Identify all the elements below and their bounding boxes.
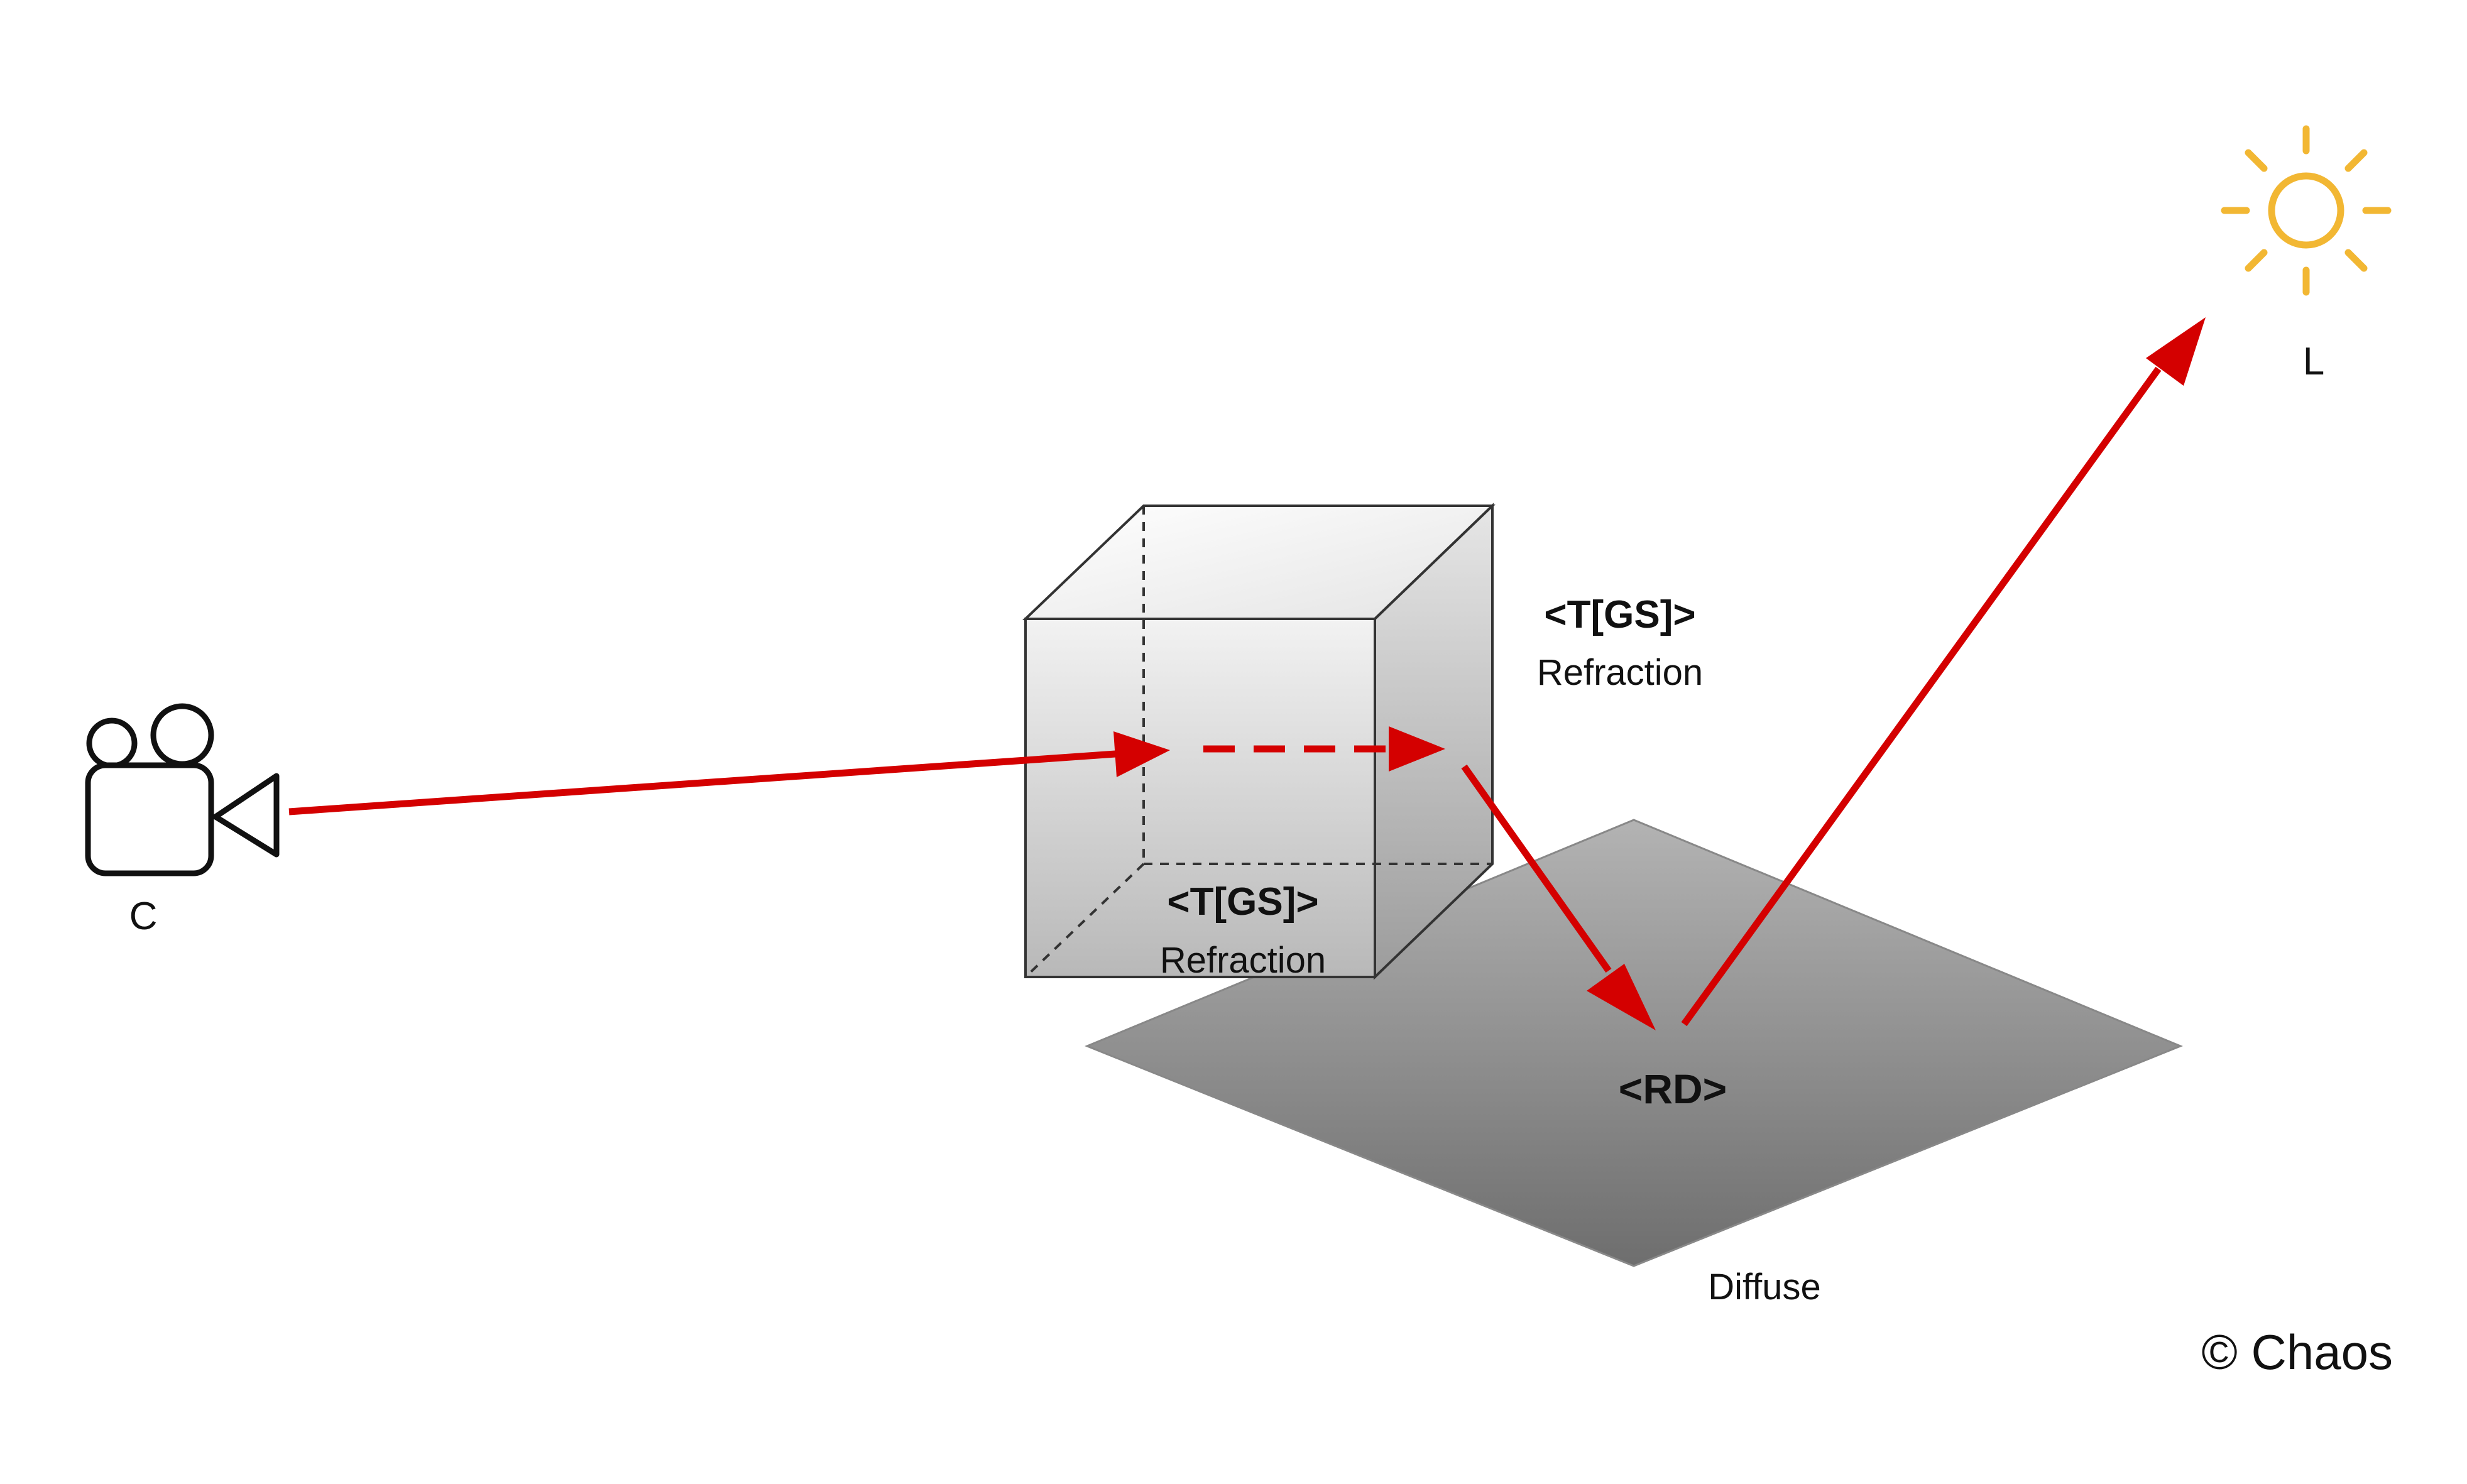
ray-arrowhead-3 bbox=[1587, 964, 1656, 1030]
cube-hidden-edges bbox=[1024, 506, 1492, 978]
cube-front-label: Refraction bbox=[1159, 940, 1326, 981]
ray-camera-to-cube bbox=[288, 731, 1170, 816]
floor-tag: <RD> bbox=[1618, 1066, 1727, 1112]
cube-side-tag: <T[GS]> bbox=[1544, 593, 1696, 636]
floor-label: Diffuse bbox=[1708, 1267, 1821, 1307]
light-label: L bbox=[2302, 340, 2325, 383]
copyright-text: © Chaos bbox=[2201, 1324, 2393, 1380]
camera-label: C bbox=[129, 895, 158, 938]
cube-front-tag: <T[GS]> bbox=[1167, 880, 1319, 924]
ray-floor-to-light bbox=[1681, 317, 2206, 1027]
ray-inside-cube bbox=[1203, 726, 1445, 772]
ray-arrowhead-2 bbox=[1389, 726, 1445, 772]
cube-side-label: Refraction bbox=[1536, 652, 1704, 693]
ray-cube-to-floor bbox=[1461, 764, 1656, 1030]
cube-front-face bbox=[1024, 618, 1376, 978]
ray-arrowhead-4 bbox=[2146, 317, 2206, 386]
camera-icon bbox=[85, 703, 280, 876]
sun-icon bbox=[2221, 125, 2392, 296]
ray-arrowhead-1 bbox=[1113, 731, 1170, 777]
